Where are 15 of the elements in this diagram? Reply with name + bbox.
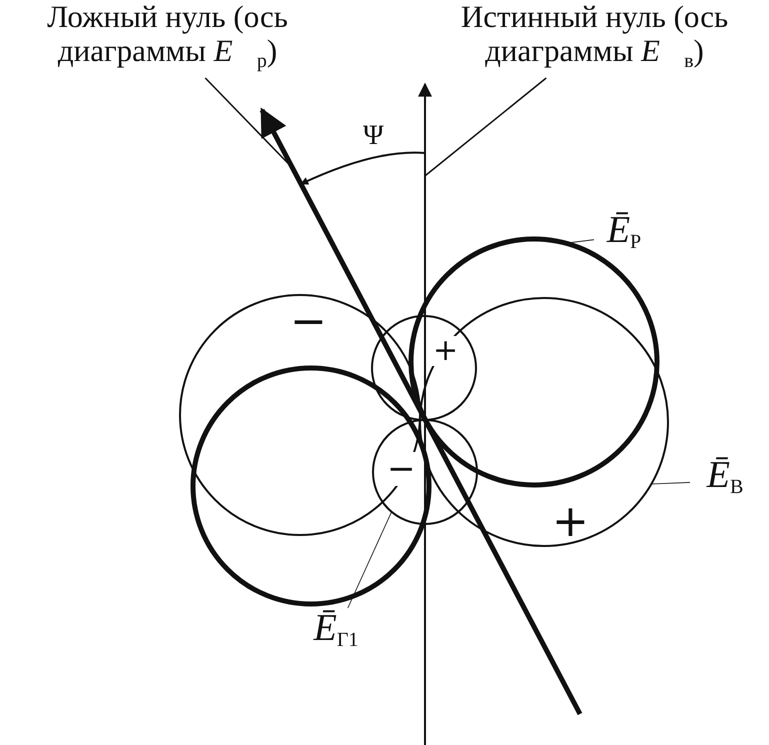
edge-label: Ψ: [362, 119, 384, 153]
pattern-label: Ē$_{В}$: [690, 455, 760, 507]
sign: +: [552, 500, 589, 544]
pattern-curve: [419, 297, 669, 547]
axis-label: Ложный нуль (ось диаграммы E⃗$_{р}$): [0, 0, 335, 78]
pattern-label: Ē$_{Г1}$: [296, 608, 376, 660]
angle-arrow: [300, 152, 426, 185]
leader-line: [424, 77, 547, 176]
pattern-label: Ē$_{Р}$: [594, 210, 654, 262]
axis-label: Истинный нуль (ось диаграммы E⃗$_{в}$): [420, 0, 769, 78]
leader-line: [650, 482, 690, 484]
axis-arrow: [418, 82, 432, 745]
leader-line: [347, 511, 392, 608]
sign: −: [290, 300, 327, 344]
axis-arrow: [260, 108, 582, 716]
